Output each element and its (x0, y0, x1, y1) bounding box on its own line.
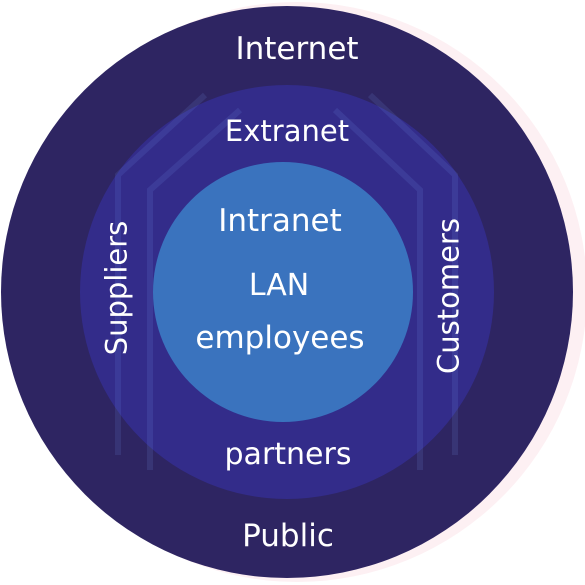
extranet-label: Extranet (224, 114, 350, 148)
internet-label: Internet (235, 31, 359, 67)
lan-label: LAN (248, 268, 310, 303)
suppliers-label: Suppliers (99, 220, 134, 356)
employees-label: employees (195, 320, 365, 356)
public-label: Public (242, 518, 334, 554)
customers-label: Customers (431, 218, 466, 374)
intranet-circle (153, 162, 413, 422)
intranet-label: Intranet (218, 203, 342, 239)
partners-label: partners (224, 437, 352, 472)
